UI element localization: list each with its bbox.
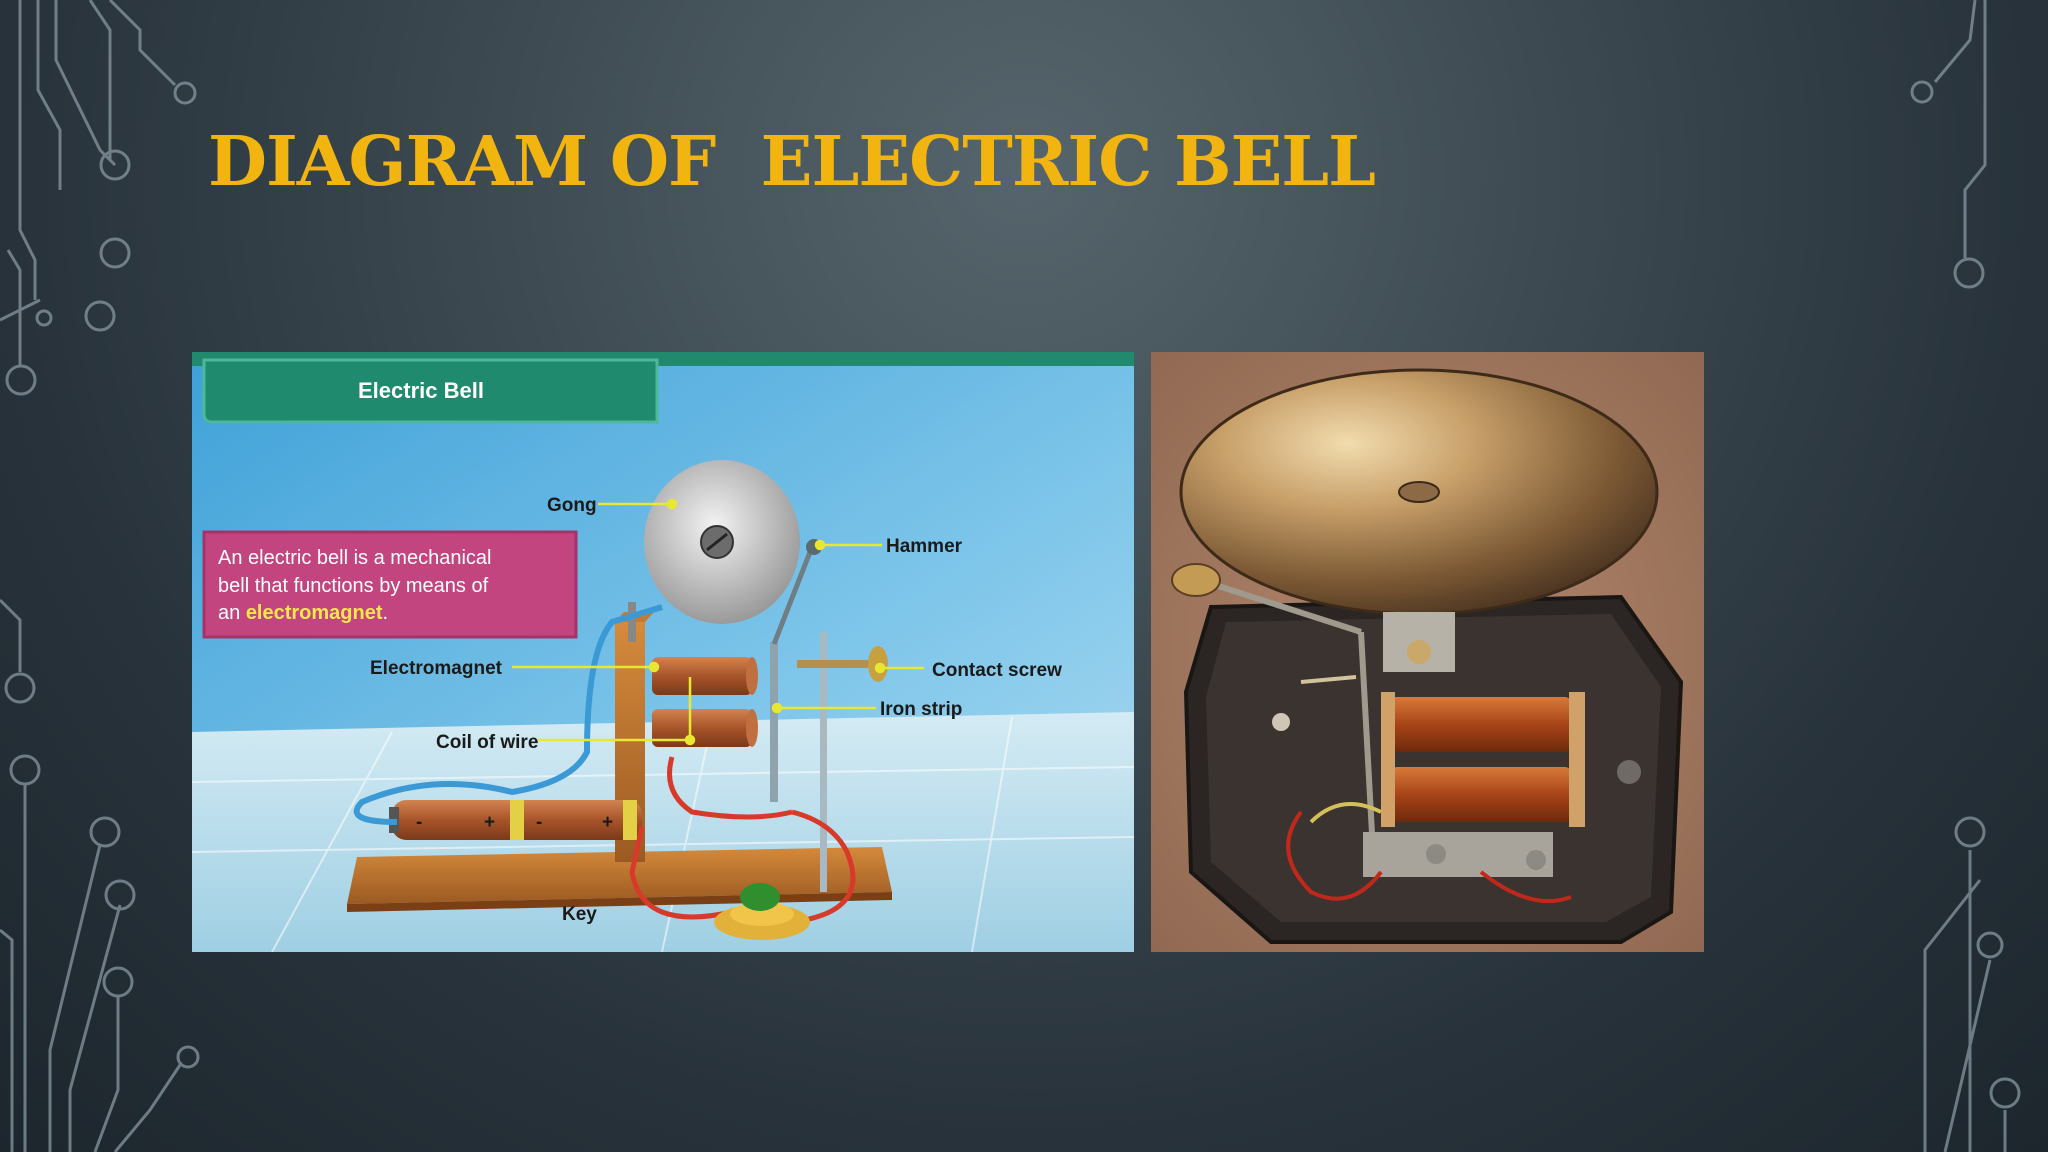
battery-minus-1: - [416, 812, 422, 833]
diagram-header: Electric Bell [358, 378, 484, 403]
info-line-3: an electromagnet. [218, 602, 388, 624]
label-coil-of-wire: Coil of wire [436, 732, 538, 753]
info-line-2: bell that functions by means of [218, 575, 489, 597]
bell-photo-illustration [1151, 352, 1704, 952]
battery-plus-1: + [484, 812, 495, 833]
battery-minus-2: - [536, 812, 542, 833]
info-line-1: An electric bell is a mechanical [218, 547, 491, 569]
label-gong: Gong [547, 495, 597, 516]
label-key: Key [562, 904, 597, 925]
slide-title: DIAGRAM OF ELECTRIC BELL [208, 122, 1376, 202]
bell-photo [1151, 352, 1704, 952]
label-iron-strip: Iron strip [880, 699, 962, 720]
electric-bell-diagram: Electric Bell An electric bell is a mech… [192, 352, 1134, 952]
label-hammer: Hammer [886, 536, 963, 557]
diagram-illustration: Electric Bell An electric bell is a mech… [192, 352, 1134, 952]
label-electromagnet: Electromagnet [370, 658, 503, 679]
battery-plus-2: + [602, 812, 613, 833]
label-contact-screw: Contact screw [932, 660, 1062, 681]
